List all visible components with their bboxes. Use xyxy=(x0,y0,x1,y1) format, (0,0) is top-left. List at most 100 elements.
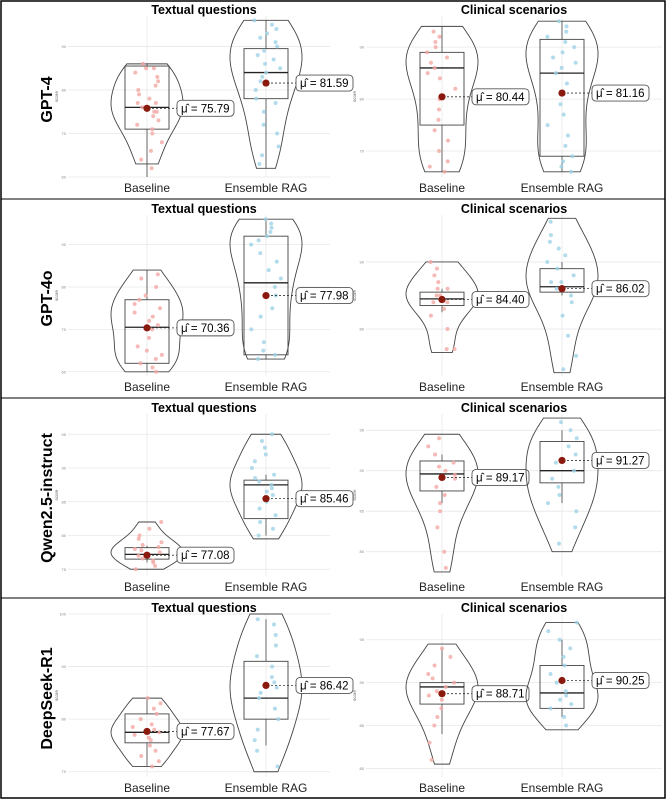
data-point xyxy=(435,525,440,530)
data-point xyxy=(264,70,269,75)
data-point xyxy=(156,544,161,549)
y-tick-label: 100 xyxy=(59,612,66,617)
box-iqr xyxy=(124,713,170,744)
mean-marker xyxy=(262,495,270,503)
data-point xyxy=(425,50,430,55)
model-label: GPT-4 xyxy=(39,76,56,122)
mean-label-box xyxy=(295,74,354,92)
y-tick-label: 90 xyxy=(62,466,67,471)
data-point xyxy=(569,293,574,298)
data-point xyxy=(548,219,553,224)
y-axis-label: score xyxy=(352,91,357,103)
y-tick-label: 70 xyxy=(62,769,67,774)
data-point xyxy=(140,556,145,561)
data-point xyxy=(573,525,578,530)
data-point xyxy=(149,722,154,727)
data-point xyxy=(159,140,164,145)
data-point xyxy=(444,347,449,352)
data-point xyxy=(439,706,444,711)
mean-label-box xyxy=(471,468,530,486)
data-point xyxy=(156,118,161,123)
mean-label-text: μ̂ = 80.44 xyxy=(476,92,525,104)
data-point xyxy=(135,122,140,127)
data-point xyxy=(258,690,263,695)
data-point xyxy=(554,680,559,685)
data-point xyxy=(559,280,564,285)
data-point xyxy=(564,24,569,29)
data-point xyxy=(562,714,567,719)
data-point xyxy=(153,101,158,106)
data-point xyxy=(258,251,263,256)
data-point xyxy=(571,468,576,473)
data-point xyxy=(152,727,157,732)
data-point xyxy=(569,169,574,174)
data-point xyxy=(150,127,155,132)
data-point xyxy=(157,550,162,555)
panel-title: Textual questions xyxy=(151,202,256,216)
data-point xyxy=(433,39,438,44)
data-point xyxy=(545,259,550,264)
data-point xyxy=(139,276,144,281)
data-point xyxy=(573,452,578,457)
data-point xyxy=(151,66,156,71)
data-point xyxy=(278,66,283,71)
data-point xyxy=(271,57,276,62)
data-point xyxy=(249,466,254,470)
mean-label-text: μ̂ = 88.71 xyxy=(476,689,525,701)
violin-outline xyxy=(229,19,303,169)
y-tick-label: 90 xyxy=(62,44,67,49)
mean-label: μ̂ = 77.08 xyxy=(176,546,235,564)
mean-label-box xyxy=(471,685,530,703)
data-point xyxy=(258,314,263,319)
data-point xyxy=(548,233,553,238)
mean-marker xyxy=(438,473,446,482)
data-point xyxy=(556,541,561,546)
data-point xyxy=(557,493,562,497)
data-point xyxy=(150,764,155,769)
mean-label-text: μ̂ = 77.98 xyxy=(300,291,349,303)
data-point xyxy=(562,663,567,668)
violin-outline xyxy=(525,217,599,374)
data-point xyxy=(432,65,437,70)
data-point xyxy=(433,452,438,457)
mean-label-box xyxy=(176,99,235,117)
mean-label: μ̂ = 80.44 xyxy=(471,88,530,106)
y-tick-label: 80 xyxy=(360,327,365,332)
mean-label-box xyxy=(591,84,650,102)
y-tick-label: 85 xyxy=(360,509,365,514)
data-point xyxy=(434,266,439,271)
data-point xyxy=(546,629,551,634)
data-point xyxy=(560,50,565,55)
data-point xyxy=(132,732,137,737)
data-point xyxy=(564,723,569,728)
data-point xyxy=(137,533,142,538)
violin-outline xyxy=(525,20,599,173)
data-point xyxy=(432,128,437,133)
x-tick-label: Ensemble RAG xyxy=(225,380,308,394)
x-tick-label: Ensemble RAG xyxy=(521,781,604,795)
panel-title: Textual questions xyxy=(151,401,256,415)
mean-label: μ̂ = 77.67 xyxy=(176,722,235,740)
mean-marker xyxy=(438,93,446,101)
data-point xyxy=(263,61,268,66)
data-point xyxy=(256,238,261,243)
data-point xyxy=(270,526,275,531)
data-point xyxy=(453,86,458,91)
data-point xyxy=(150,327,155,332)
data-point xyxy=(435,714,440,719)
data-point xyxy=(442,169,447,174)
y-tick-label: 90 xyxy=(360,45,365,50)
data-point xyxy=(553,460,558,465)
data-point xyxy=(150,365,155,370)
data-point xyxy=(430,676,435,681)
data-point xyxy=(555,266,560,271)
data-point xyxy=(258,79,263,84)
data-point xyxy=(262,445,267,450)
mean-label-text: μ̂ = 84.40 xyxy=(476,295,525,307)
data-point xyxy=(549,280,554,285)
y-tick-label: 95 xyxy=(62,432,67,437)
